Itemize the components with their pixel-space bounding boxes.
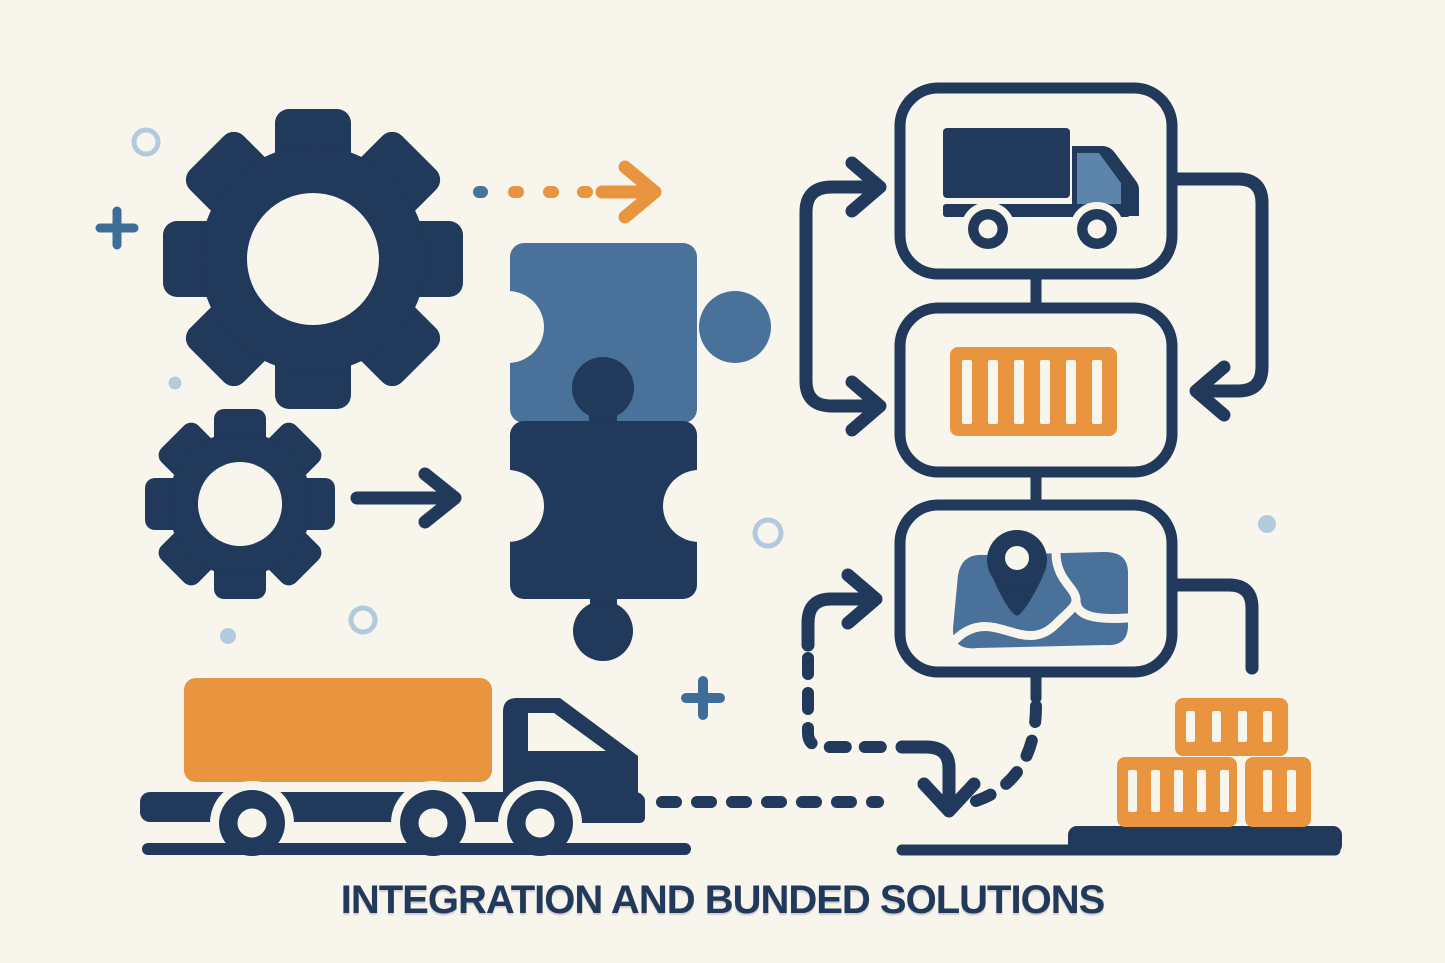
flowchart-node-container (894, 302, 1178, 478)
right-drop-line (1167, 578, 1259, 675)
crate-platform (1068, 826, 1342, 854)
left-bracket-arrows (799, 156, 887, 437)
right-loop-arrow (1167, 172, 1269, 422)
crate-bottom-right (1245, 757, 1311, 827)
map-location-pin-icon (949, 530, 1133, 649)
ring-decoration (131, 127, 161, 157)
page-title: INTEGRATION AND BUNDED SOLUTIONS (340, 878, 1106, 922)
small-gear-icon (145, 409, 335, 599)
ring-decoration (348, 605, 378, 635)
puzzle-piece-bottom-icon (472, 357, 735, 661)
plus-decoration (95, 206, 139, 250)
stacked-crates-icon (896, 698, 1342, 856)
flowchart-node-truck (894, 82, 1178, 280)
cargo-truck-icon (140, 678, 691, 865)
delivery-truck-icon (943, 128, 1139, 256)
dashed-route-arrow (802, 652, 981, 818)
puzzle-piece-top-icon (472, 243, 771, 423)
large-gear-icon (163, 109, 463, 409)
crate-top (1175, 698, 1288, 756)
crate-bottom-left (1117, 757, 1237, 827)
flowchart-node-map (894, 499, 1178, 678)
decorations (95, 127, 1276, 720)
truck-window (528, 713, 606, 751)
right-arrow-icon (350, 467, 462, 529)
dot-decoration (220, 628, 236, 644)
dot-decoration (168, 376, 182, 390)
truck-cargo-box (184, 678, 492, 782)
orange-dotted-arrow-icon (473, 160, 662, 224)
plus-decoration (681, 676, 725, 720)
dashed-route-curve (970, 700, 1042, 807)
dot-decoration (1258, 515, 1276, 533)
shipping-container-icon (950, 347, 1117, 436)
map-entry-arrow (801, 568, 883, 652)
ring-decoration (752, 517, 784, 549)
